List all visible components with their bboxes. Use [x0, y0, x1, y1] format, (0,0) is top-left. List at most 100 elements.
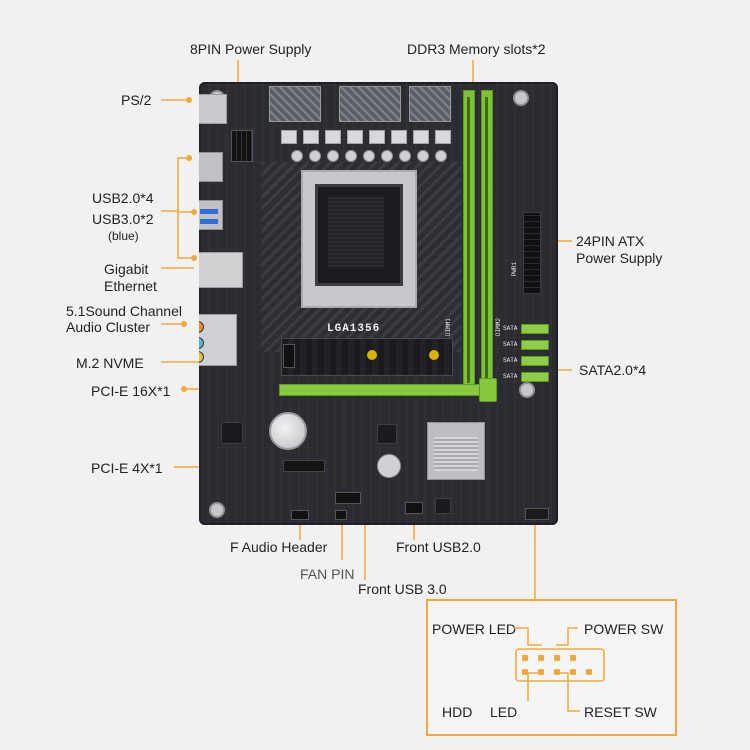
- panel-pin: [554, 669, 560, 675]
- heatsink-fins: [434, 437, 478, 471]
- buzzer: [377, 454, 401, 478]
- cpu-socket: [301, 170, 417, 308]
- silk-pwr: PWR1: [511, 262, 518, 277]
- front-usb3-header: [335, 492, 361, 504]
- choke: [369, 130, 385, 144]
- label-usb2-rear: USB2.0*4: [92, 190, 154, 206]
- sata-port-4: [521, 372, 549, 382]
- ps2-port: [199, 94, 227, 124]
- sata-port-1: [521, 324, 549, 334]
- usb3-insert: [200, 219, 218, 224]
- dimm-slot-1: [463, 90, 475, 392]
- label-ps2: PS/2: [121, 92, 152, 108]
- screw-hole: [513, 90, 529, 106]
- f-audio-header: [291, 510, 309, 520]
- vrm-heatsink: [409, 86, 451, 122]
- front-panel-pinout-box: POWER LED POWER SW HDD LED RESET SW: [426, 599, 677, 736]
- pcie-x4-slot: [283, 460, 325, 472]
- ethernet-port: [199, 252, 243, 288]
- label-atx-1: 24PIN ATX: [576, 233, 645, 249]
- label-ddr3-slots: DDR3 Memory slots*2: [407, 41, 546, 57]
- choke: [325, 130, 341, 144]
- panel-pin: [586, 669, 592, 675]
- dimm-groove: [485, 97, 488, 383]
- label-front-usb3: Front USB 3.0: [358, 581, 447, 597]
- capacitor: [345, 150, 357, 162]
- screw-hole: [209, 502, 225, 518]
- ic-chip: [377, 424, 397, 444]
- panel-pin: [570, 655, 576, 661]
- label-ethernet-1: Gigabit: [104, 261, 149, 277]
- usb2-port: [199, 152, 223, 182]
- label-reset-sw: RESET SW: [584, 704, 657, 720]
- audio-jack-orange: [199, 321, 204, 333]
- ic-chip: [435, 498, 451, 514]
- panel-pin: [538, 655, 544, 661]
- label-audio-2: Audio Cluster: [66, 319, 151, 335]
- screw-hole: [519, 382, 535, 398]
- panel-pin: [522, 655, 528, 661]
- audio-jack-blue: [199, 337, 204, 349]
- silk-sata: SATA: [503, 357, 518, 364]
- front-usb2-header: [405, 502, 423, 514]
- motherboard-image: LGA1356 DIMM1 DIMM2 PWR1 SATA SATA SATA …: [199, 82, 558, 525]
- capacitor: [309, 150, 321, 162]
- choke: [391, 130, 407, 144]
- fan-header: [335, 510, 347, 520]
- silk-sata: SATA: [503, 341, 518, 348]
- capacitor: [363, 150, 375, 162]
- label-power-led: POWER LED: [432, 621, 517, 637]
- socket-label: LGA1356: [327, 323, 381, 335]
- front-panel-header: [525, 508, 549, 520]
- atx-24pin-connector: [523, 212, 541, 294]
- capacitor: [381, 150, 393, 162]
- dimm-groove: [467, 97, 470, 383]
- m2-standoff: [367, 350, 377, 360]
- capacitor: [435, 150, 447, 162]
- usb3-insert: [200, 209, 218, 214]
- label-sata: SATA2.0*4: [579, 362, 647, 378]
- panel-pin: [570, 669, 576, 675]
- m2-standoff: [429, 350, 439, 360]
- choke: [303, 130, 319, 144]
- pcie-latch: [479, 378, 497, 402]
- sata-port-2: [521, 340, 549, 350]
- chipset-heatsink: [427, 422, 485, 480]
- label-f-audio: F Audio Header: [230, 539, 328, 555]
- label-ethernet-2: Ethernet: [104, 278, 157, 294]
- panel-pin: [538, 669, 544, 675]
- label-audio-1: 5.1Sound Channel: [66, 303, 182, 319]
- silk-sata: SATA: [503, 325, 518, 332]
- label-power-sw: POWER SW: [584, 621, 664, 637]
- label-atx-2: Power Supply: [576, 250, 663, 266]
- label-pcie16: PCI-E 16X*1: [91, 383, 171, 399]
- capacitor: [327, 150, 339, 162]
- label-fan-pin: FAN PIN: [300, 566, 355, 582]
- silk-sata: SATA: [503, 373, 518, 380]
- label-pcie4: PCI-E 4X*1: [91, 460, 163, 476]
- silk-dimm1: DIMM1: [445, 318, 452, 337]
- vrm-heatsink: [269, 86, 321, 122]
- cmos-battery: [269, 412, 307, 450]
- label-8pin-power: 8PIN Power Supply: [190, 41, 312, 57]
- audio-cluster: [199, 314, 237, 366]
- usb3-port: [199, 200, 223, 230]
- pinout-lines: [514, 627, 605, 712]
- cpu-8pin-connector: [231, 130, 253, 162]
- capacitor: [417, 150, 429, 162]
- choke: [435, 130, 451, 144]
- m2-connector: [283, 344, 295, 368]
- choke: [413, 130, 429, 144]
- capacitor: [291, 150, 303, 162]
- audio-jack-yellow: [199, 351, 204, 363]
- capacitor: [399, 150, 411, 162]
- label-usb3-color: (blue): [108, 229, 139, 243]
- label-hdd: HDD: [442, 704, 473, 720]
- sata-port-3: [521, 356, 549, 366]
- choke: [347, 130, 363, 144]
- panel-pin: [522, 669, 528, 675]
- choke: [281, 130, 297, 144]
- socket-pins: [328, 197, 384, 267]
- vrm-heatsink: [339, 86, 401, 122]
- label-m2: M.2 NVME: [76, 355, 144, 371]
